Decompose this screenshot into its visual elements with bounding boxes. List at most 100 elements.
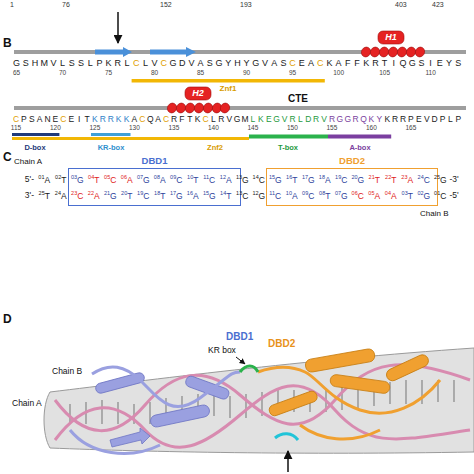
nucleotide: 25G <box>432 174 449 187</box>
residue-number: 85 <box>197 69 204 77</box>
panel-letter: D <box>3 312 12 326</box>
residue-letter: P <box>454 114 462 124</box>
residue-letter: A <box>306 58 315 69</box>
residue-letter: L <box>86 58 95 69</box>
structure-label: KR box <box>208 345 236 355</box>
residue-number: 65 <box>13 69 20 77</box>
residue-letter: Y <box>375 114 383 124</box>
residue-letter: P <box>20 114 28 124</box>
residue-letter: P <box>407 114 415 124</box>
residue-letter: C <box>316 58 325 69</box>
sequence-row: CPSANECEITKRRKKACQACRFTKCLRVGMLKEGVRLDRV… <box>0 114 474 127</box>
residue-letter: G <box>336 114 344 124</box>
region-heading: DBD2 <box>267 155 437 166</box>
residue-letter: V <box>281 114 289 124</box>
sequence-row: GSHMVLSSLPKRLCLVCGDVASGYHYGVASCEACKAFFKR… <box>0 58 474 71</box>
nucleotide: 09C <box>300 190 317 203</box>
residue-number: 165 <box>406 124 417 132</box>
t-box-bar <box>249 135 328 139</box>
residue-letter: H <box>30 58 39 69</box>
residue-letter: R <box>113 58 122 69</box>
ruler-number: 193 <box>240 1 252 9</box>
nucleotide: 13C <box>234 190 251 203</box>
leader-line <box>236 357 245 364</box>
a-box-bar <box>328 135 391 139</box>
residue-number: 70 <box>59 69 66 77</box>
beta-strand <box>95 47 132 57</box>
residue-letter: D <box>304 114 312 124</box>
region-label: CTE <box>288 93 308 105</box>
ruler-number: 76 <box>62 1 70 9</box>
nucleotide: 11C <box>267 190 284 203</box>
nucleotide: 22A <box>86 190 103 203</box>
region-heading: DBD1 <box>69 155 240 166</box>
residue-letter: E <box>67 114 75 124</box>
nucleotide: 05C <box>102 174 119 187</box>
nucleotide: 18T <box>152 190 169 203</box>
residue-letter: L <box>141 58 150 69</box>
nucleotide: 5'- <box>8 174 34 186</box>
residue-letter: K <box>325 58 334 69</box>
residue-letter: Y <box>444 58 453 69</box>
residue-letter: S <box>28 114 36 124</box>
residue-letter: R <box>399 114 407 124</box>
residue-number: 80 <box>151 69 158 77</box>
chain-label: Chain B <box>52 366 82 376</box>
residue-letter: A <box>131 114 139 124</box>
residue-letter: R <box>107 114 115 124</box>
residue-letter: N <box>44 114 52 124</box>
residue-letter: S <box>454 58 463 69</box>
residue-letter: G <box>273 114 281 124</box>
residue-letter: I <box>389 58 398 69</box>
residue-letter: G <box>233 114 241 124</box>
residue-letter: I <box>75 114 83 124</box>
residue-letter: K <box>368 114 376 124</box>
nucleotide: -5' <box>450 190 459 202</box>
nucleotide: 15G <box>201 190 218 203</box>
residue-letter: S <box>205 58 214 69</box>
residue-letter: C <box>162 114 170 124</box>
residue-number: 95 <box>289 69 296 77</box>
nucleotide: 08T <box>317 190 334 203</box>
motif-label: T-box <box>278 143 298 152</box>
residue-letter: S <box>21 58 30 69</box>
nucleotide: 20G <box>350 174 367 187</box>
residue-letter: A <box>334 58 343 69</box>
residue-letter: C <box>202 114 210 124</box>
residue-number: 135 <box>169 124 180 132</box>
nucleotide: 07G <box>135 174 152 187</box>
nucleotide: 10A <box>284 190 301 203</box>
residue-letter: E <box>297 58 306 69</box>
nucleotide: 01C <box>432 190 449 203</box>
nucleotide: 18A <box>317 174 334 187</box>
structure-label: DBD2 <box>268 338 295 350</box>
nucleotide: 16A <box>185 190 202 203</box>
residue-letter: P <box>95 58 104 69</box>
residue-letter: V <box>225 114 233 124</box>
residue-letter: P <box>439 114 447 124</box>
residue-letter: V <box>320 114 328 124</box>
residue-letter: E <box>52 114 60 124</box>
residue-number: 115 <box>11 124 21 132</box>
t-box-loop <box>275 434 298 440</box>
nucleotide: 02G <box>416 190 433 203</box>
residue-letter: L <box>58 58 67 69</box>
residue-letter: L <box>296 114 304 124</box>
residue-letter: L <box>210 114 218 124</box>
residue-letter: A <box>196 58 205 69</box>
nucleotide: 21G <box>102 190 119 203</box>
residue-letter: R <box>371 58 380 69</box>
residue-letter: K <box>104 58 113 69</box>
residue-letter: E <box>435 58 444 69</box>
nucleotide: 06C <box>350 190 367 203</box>
strand-sequence: 5'- 01A 02T 03G 04T 05C 06A 07G 08A 09C … <box>0 174 474 187</box>
residue-number: 160 <box>366 124 377 132</box>
motif-label: Znf2 <box>207 143 223 152</box>
d-box-bar <box>12 133 59 136</box>
structure-label: DBD1 <box>226 331 253 343</box>
residue-letter: H <box>233 58 242 69</box>
panel-letter: B <box>3 36 12 50</box>
ruler-number: 423 <box>432 1 444 9</box>
